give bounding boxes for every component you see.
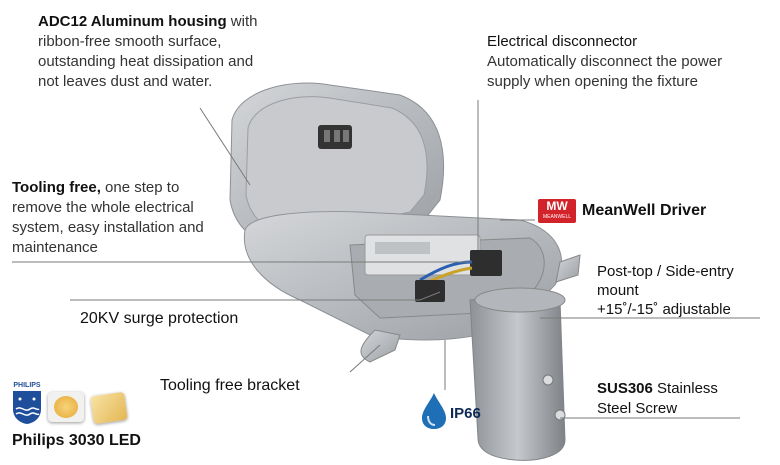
tooling-callout: Tooling free, one step to remove the who… xyxy=(12,178,262,258)
disconnector-callout: Electrical disconnector Automatically di… xyxy=(487,32,772,92)
meanwell-logo-text: MEANWELL xyxy=(542,214,572,220)
housing-callout: ADC12 Aluminum housing with ribbon-free … xyxy=(38,12,328,92)
housing-line2: ribbon-free smooth surface, xyxy=(38,33,222,50)
disconnector-line2: supply when opening the fixture xyxy=(487,73,698,90)
pole-mount xyxy=(469,291,566,461)
water-drop-icon xyxy=(422,393,446,429)
housing-title: ADC12 Aluminum housing xyxy=(38,13,227,30)
mount-line2: mount xyxy=(597,282,639,299)
leader-surge xyxy=(70,291,441,301)
meanwell-logo-mark: MW xyxy=(546,199,568,213)
surge-label: 20KV surge protection xyxy=(80,310,239,327)
led-chip-1 xyxy=(48,392,84,422)
tooling-line4: maintenance xyxy=(12,239,98,256)
leader-bracket xyxy=(349,344,381,373)
mount-callout: Post-top / Side-entry mount +15˚/-15˚ ad… xyxy=(597,262,734,319)
tooling-line1: one step to xyxy=(100,179,180,196)
screw-line2: Steel Screw xyxy=(597,400,678,417)
housing-line1: with xyxy=(226,13,258,30)
tooling-line3: system, easy installation and xyxy=(12,219,204,236)
bracket-label: Tooling free bracket xyxy=(160,377,300,394)
housing-line4: not leaves dust and water. xyxy=(38,73,213,90)
tooling-title: Tooling free, xyxy=(12,179,101,196)
mount-line3: +15˚/-15˚ adjustable xyxy=(597,301,731,318)
leader-housing xyxy=(199,107,251,186)
tooling-line2: remove the whole electrical xyxy=(12,199,194,216)
led-chip-2 xyxy=(90,391,128,425)
philips-shield-icon xyxy=(13,391,41,424)
mount-line1: Post-top / Side-entry xyxy=(597,263,734,280)
disconnector-title: Electrical disconnector xyxy=(487,33,638,50)
screw-callout: SUS306 Stainless Steel Screw xyxy=(597,379,718,419)
housing-line3: outstanding heat dissipation and xyxy=(38,53,254,70)
driver-label: MeanWell Driver xyxy=(582,202,707,219)
philips-wordmark: PHILIPS xyxy=(13,382,41,389)
ip66-label: IP66 xyxy=(450,405,481,422)
meanwell-logo: MW MEANWELL xyxy=(538,199,576,223)
disconnector-line1: Automatically disconnect the power xyxy=(487,53,723,70)
screw-line1: Stainless xyxy=(652,380,718,397)
led-label: Philips 3030 LED xyxy=(12,432,141,449)
screw-title: SUS306 xyxy=(597,380,653,397)
philips-logo: PHILIPS xyxy=(10,382,44,428)
